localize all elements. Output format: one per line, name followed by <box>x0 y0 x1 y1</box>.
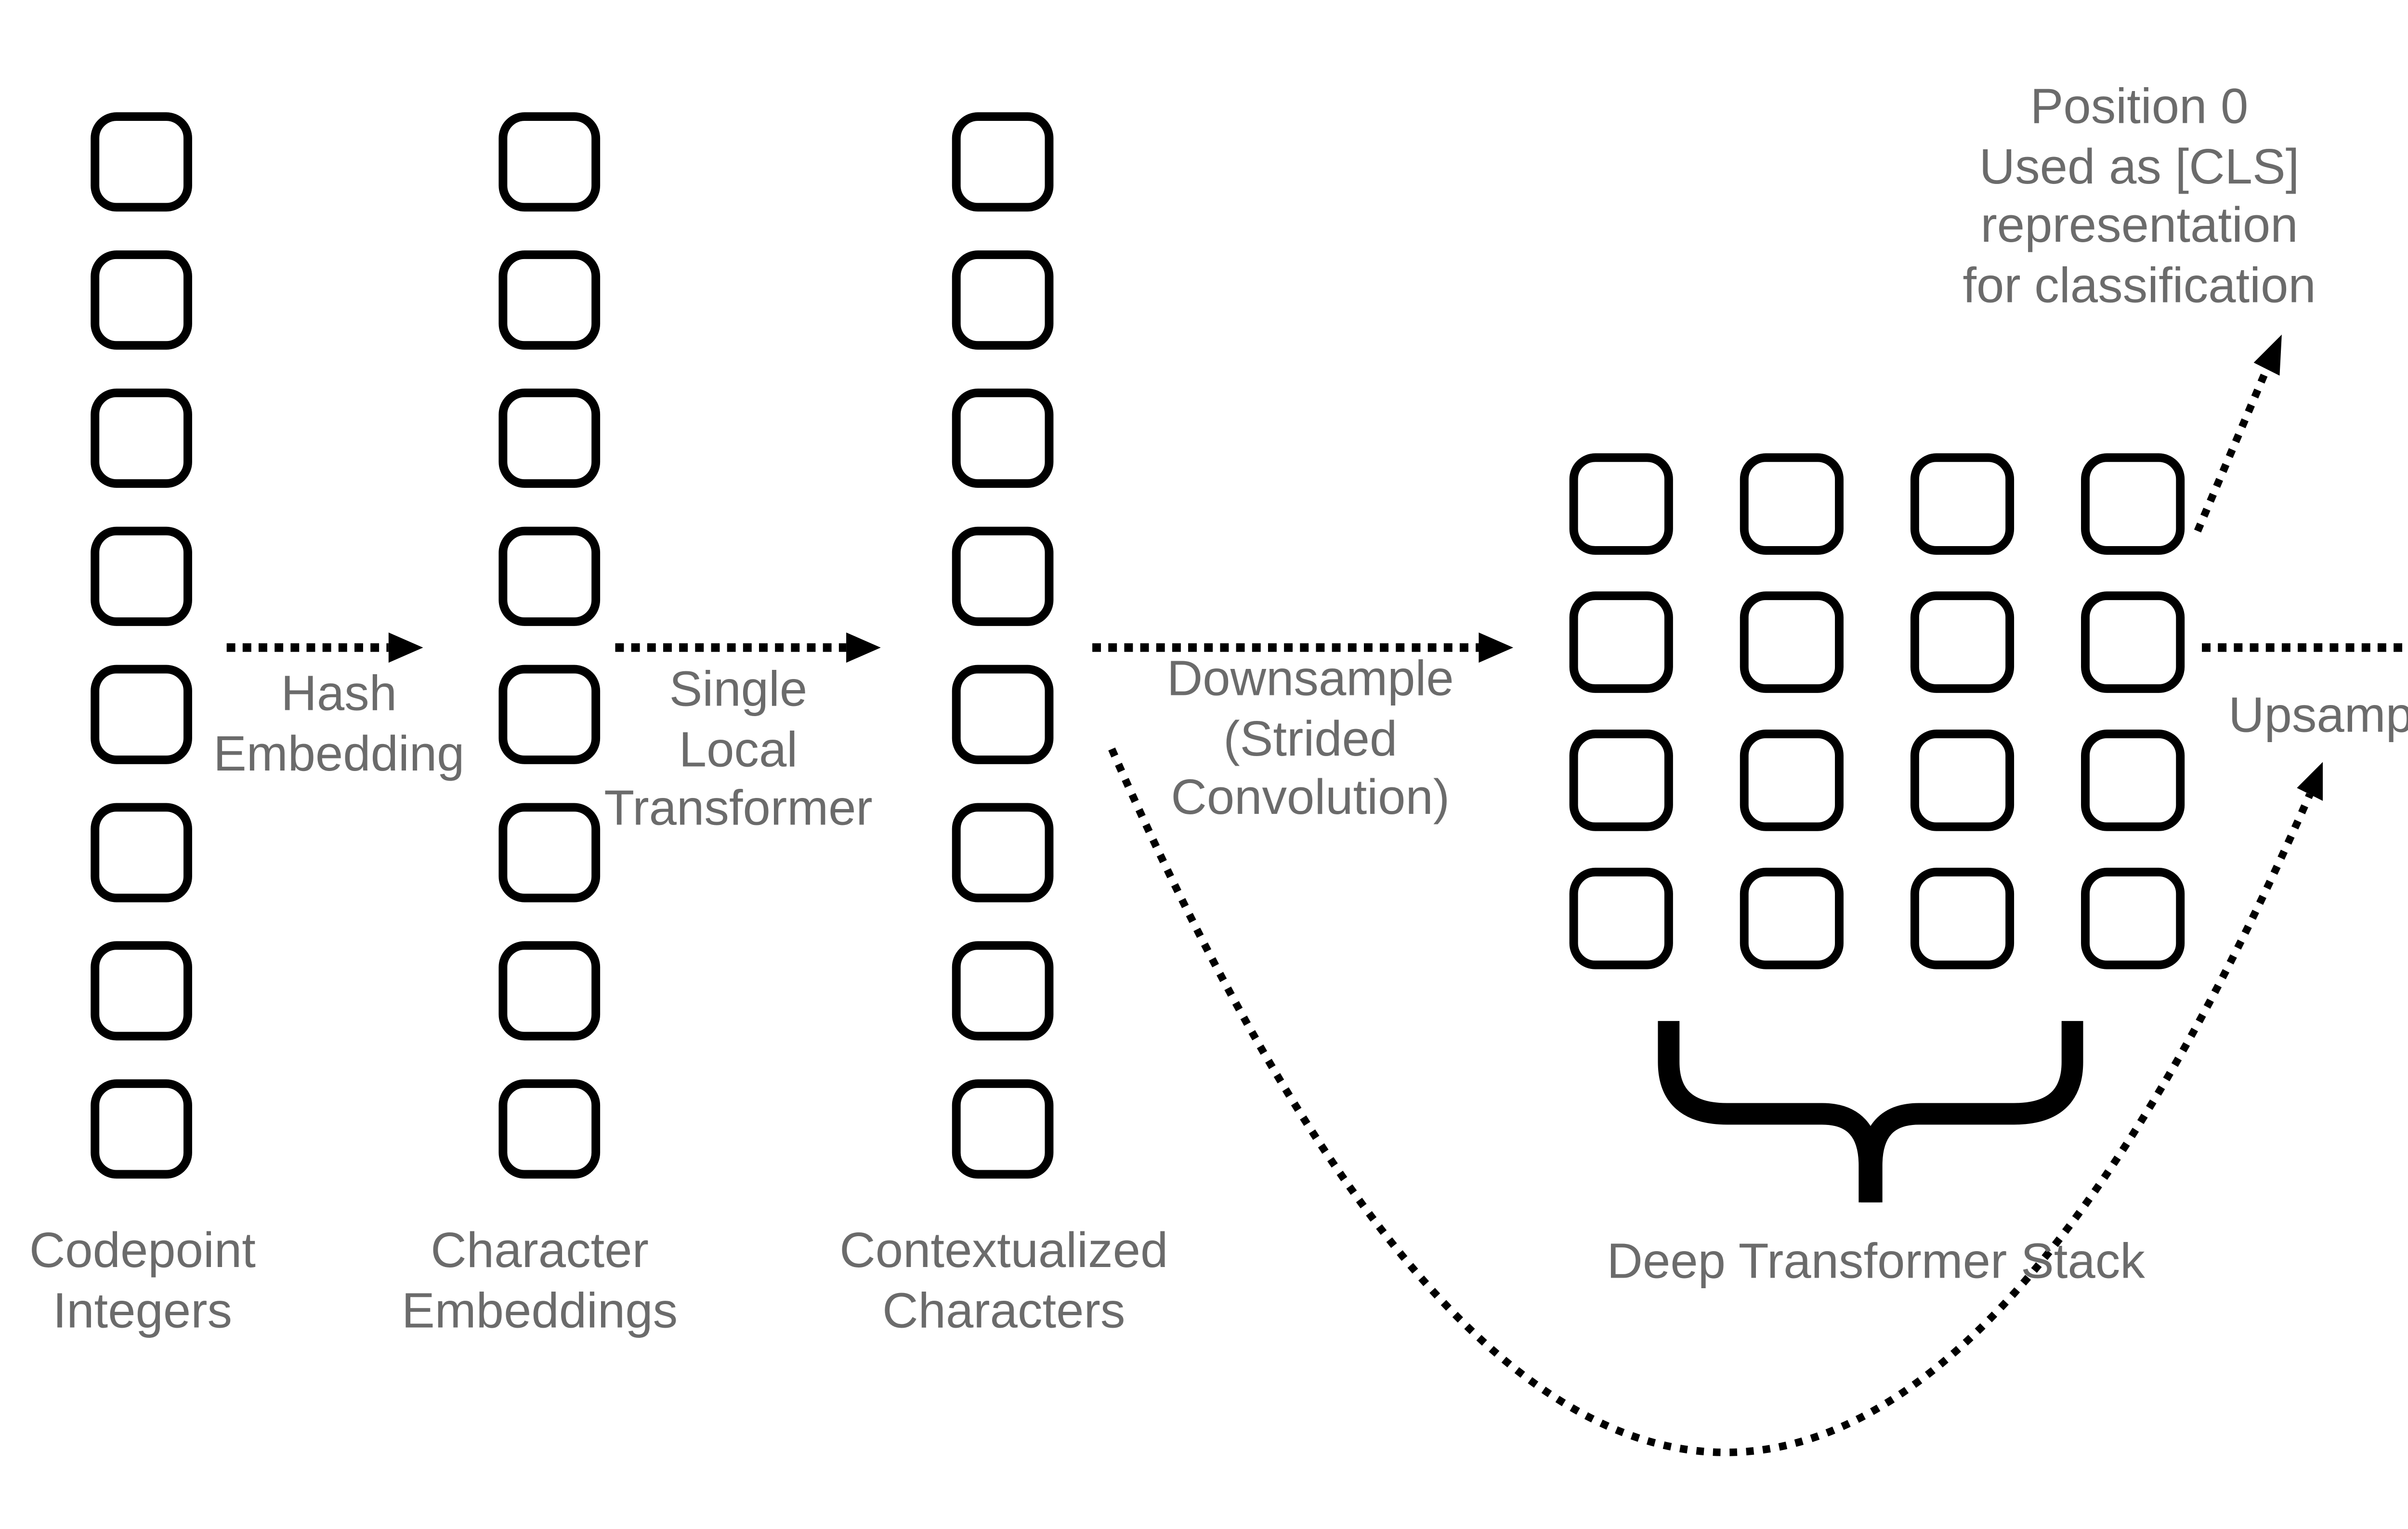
vector-cell <box>952 250 1054 350</box>
vector-cell <box>1740 591 1844 693</box>
label-line: Single <box>669 660 808 717</box>
arrowhead <box>1479 632 1514 663</box>
label-line: (Strided <box>1223 709 1398 766</box>
vector-cell <box>952 665 1054 764</box>
label-line: Embeddings <box>402 1281 678 1338</box>
label-line: Local <box>679 720 798 776</box>
vector-cell <box>498 250 601 350</box>
column-codepoint-integers <box>91 112 192 1179</box>
deep-transformer-stack-label: Deep Transformer Stack <box>1607 1232 2145 1292</box>
single-local-transformer-arrow <box>615 632 881 663</box>
column-label-character-embeddings: Character Embeddings <box>402 1222 678 1341</box>
vector-cell <box>91 941 192 1041</box>
label-line: Codepoint <box>29 1222 256 1278</box>
label-line: Upsampling <box>2228 686 2408 743</box>
vector-cell <box>1740 867 1844 969</box>
hash-embedding-arrow <box>226 632 423 663</box>
vector-cell <box>1569 730 1673 831</box>
arrowhead <box>2297 762 2323 801</box>
vector-cell <box>1910 867 2015 969</box>
arrow-label-upsampling: Upsampling <box>2228 686 2408 746</box>
skip-connection-curve <box>1108 747 2323 1456</box>
vector-cell <box>952 941 1054 1041</box>
vector-cell <box>1910 591 2015 693</box>
vector-cell <box>498 388 601 488</box>
vector-cell <box>952 1079 1054 1179</box>
label-line: Position 0 <box>2030 78 2249 134</box>
vector-cell <box>498 803 601 902</box>
vector-cell <box>2081 591 2185 693</box>
deep-transformer-stack-grid <box>1569 453 2185 969</box>
vector-cell <box>91 665 192 764</box>
label-line: representation <box>1980 196 2298 253</box>
column-label-contextualized-characters: Contextualized Characters <box>839 1222 1168 1341</box>
vector-cell <box>91 526 192 626</box>
vector-cell <box>498 665 601 764</box>
vector-cell <box>1569 867 1673 969</box>
underbrace-icon <box>1658 1021 2083 1202</box>
vector-cell <box>498 941 601 1041</box>
cls-arrow <box>2194 334 2282 533</box>
arrow-label-single-local-transformer: Single Local Transformer <box>604 661 873 839</box>
cls-annotation: Position 0 Used as [CLS] representation … <box>1963 78 2316 316</box>
vector-cell <box>2081 730 2185 831</box>
vector-cell <box>91 388 192 488</box>
vector-cell <box>91 1079 192 1179</box>
vector-cell <box>1910 453 2015 555</box>
vector-cell <box>952 388 1054 488</box>
label-line: Contextualized <box>839 1222 1168 1278</box>
vector-cell <box>2081 453 2185 555</box>
upsampling-arrow <box>2202 643 2408 652</box>
label-line: Deep Transformer Stack <box>1607 1232 2145 1289</box>
label-line: for classification <box>1963 256 2316 313</box>
label-line: Embedding <box>213 724 465 781</box>
label-line: Integers <box>52 1281 233 1338</box>
label-line: Used as [CLS] <box>1979 137 2300 194</box>
vector-cell <box>1569 453 1673 555</box>
arrowhead <box>846 632 881 663</box>
vector-cell <box>91 112 192 212</box>
label-line: Transformer <box>604 779 873 836</box>
vector-cell <box>952 803 1054 902</box>
vector-cell <box>91 803 192 902</box>
downsample-arrow <box>1092 632 1514 663</box>
arrowhead <box>388 632 423 663</box>
label-line: Character <box>431 1222 649 1278</box>
arrow-label-hash-embedding: Hash Embedding <box>213 665 465 784</box>
vector-cell <box>498 1079 601 1179</box>
vector-cell <box>498 526 601 626</box>
label-line: Downsample <box>1166 650 1454 706</box>
label-line: Characters <box>882 1281 1125 1338</box>
vector-cell <box>2081 867 2185 969</box>
vector-cell <box>952 526 1054 626</box>
arrowhead <box>2253 334 2282 376</box>
vector-cell <box>1740 730 1844 831</box>
vector-cell <box>1569 591 1673 693</box>
vector-cell <box>498 112 601 212</box>
vector-cell <box>1740 453 1844 555</box>
arrow-label-downsample: Downsample (Strided Convolution) <box>1167 650 1454 828</box>
vector-cell <box>91 250 192 350</box>
label-line: Hash <box>281 665 397 721</box>
column-contextualized-characters <box>952 112 1054 1179</box>
vector-cell <box>952 112 1054 212</box>
vector-cell <box>1910 730 2015 831</box>
label-line: Convolution) <box>1171 769 1450 825</box>
column-character-embeddings <box>498 112 601 1179</box>
column-label-codepoint-integers: Codepoint Integers <box>29 1222 256 1341</box>
